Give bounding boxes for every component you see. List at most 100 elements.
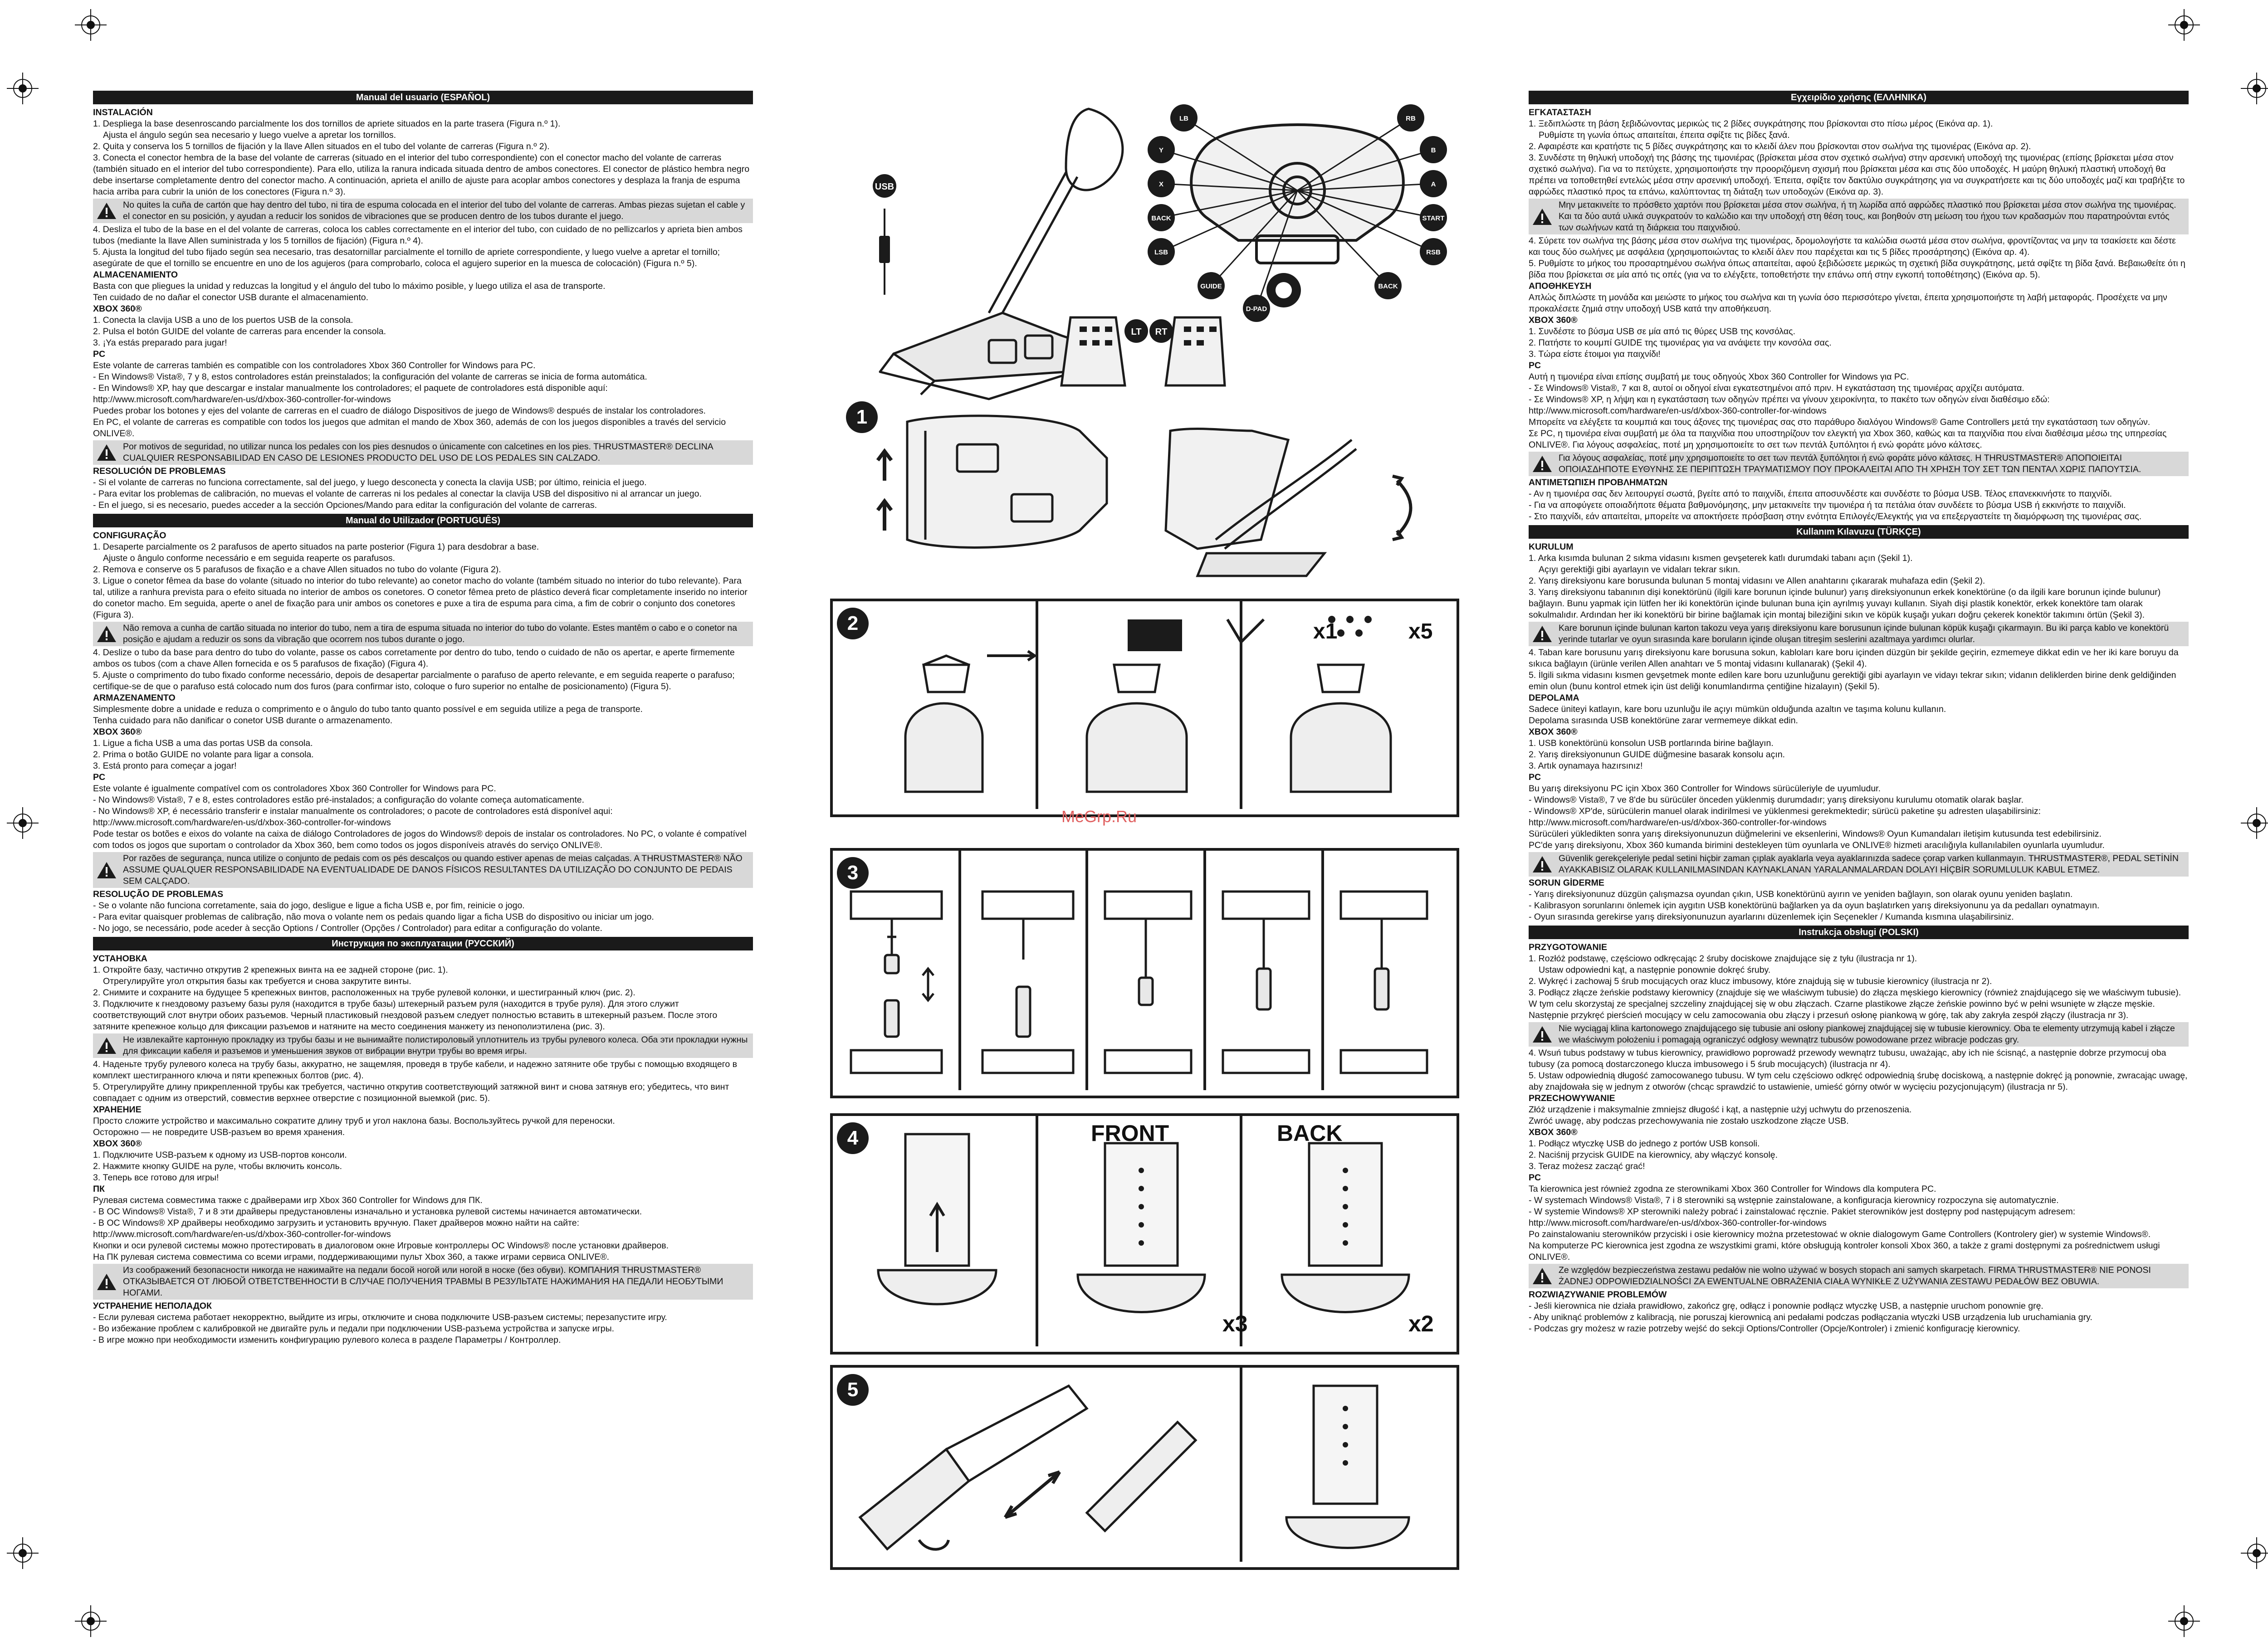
leader-line bbox=[1210, 190, 1298, 287]
paragraph: 4. Taban kare borusunu yarış direksiyonu… bbox=[1529, 648, 2179, 669]
paragraph: - Во избежание проблем с калибровкой не … bbox=[93, 1324, 615, 1334]
button-marker-lsb bbox=[1148, 238, 1175, 265]
paragraph: - Jeśli kierownica nie działa prawidłowo… bbox=[1529, 1301, 2043, 1311]
warning-icon bbox=[93, 852, 120, 888]
warning-box: Για λόγους ασφαλείας, ποτέ μην χρησιμοπο… bbox=[1529, 452, 2189, 476]
paragraph: - Aby uniknąć problemów z kalibracją, ni… bbox=[1529, 1312, 2092, 1322]
subheading: ROZWIĄZYWANIE PROBLEMÓW bbox=[1529, 1290, 1667, 1300]
registration-mark-right bbox=[2241, 73, 2268, 104]
warning-box: Не извлекайте картонную прокладку из тру… bbox=[93, 1033, 753, 1058]
paragraph: 2. Снимите и сохраните на будущее 5 креп… bbox=[93, 988, 635, 998]
button-marker-x bbox=[1148, 170, 1175, 197]
paragraph: Bu yarış direksiyonu PC için Xbox 360 Co… bbox=[1529, 784, 1881, 794]
paragraph: - В ОС Windows® Vista®, 7 и 8 эти драйве… bbox=[93, 1207, 642, 1217]
button-label-guide: GUIDE bbox=[1200, 283, 1222, 290]
button-label-back2: BACK bbox=[1378, 283, 1398, 290]
paragraph: - Windows® Vista®, 7 ve 8'de bu sürücüle… bbox=[1529, 795, 2024, 805]
warning-box: Μην μετακινείτε το πρόσθετο χαρτόνι που … bbox=[1529, 199, 2189, 234]
paragraph: - Para evitar los problemas de calibraci… bbox=[93, 489, 702, 499]
button-label-b: B bbox=[1431, 146, 1436, 154]
paragraph: 2. Αφαιρέστε και κρατήστε τις 5 βίδες συ… bbox=[1529, 141, 2031, 151]
warning-text: Güvenlik gerekçeleriyle pedal setini hiç… bbox=[1559, 853, 2179, 875]
warning-box: Из соображений безопасности никогда не н… bbox=[93, 1264, 753, 1300]
subheading: ХРАНЕНИЕ bbox=[93, 1105, 142, 1115]
section-greek: Εγχειρίδιο χρήσης (ΕΛΛΗΝΙΚΑ) ΕΓΚΑΤΑΣΤΑΣΗ… bbox=[1529, 91, 2189, 522]
paragraph: - W systemie Windows® XP sterowniki nale… bbox=[1529, 1207, 2076, 1217]
paragraph: - No Windows® Vista®, 7 e 8, estes contr… bbox=[93, 795, 585, 805]
paragraph: - В игре можно при необходимости изменит… bbox=[93, 1335, 561, 1345]
section-title: Manual do Utilizador (PORTUGUÊS) bbox=[93, 514, 753, 527]
warning-icon bbox=[93, 199, 120, 223]
step-5-badge: 5 bbox=[837, 1374, 869, 1406]
section-polish: Instrukcja obsługi (POLSKI) PRZYGOTOWANI… bbox=[1529, 926, 2189, 1335]
paragraph: - No Windows® XP, é necessário transferi… bbox=[93, 806, 613, 816]
paragraph: - Για να αποφύγετε οποιαδήποτε θέματα βα… bbox=[1529, 500, 2126, 510]
subheading: DEPOLAMA bbox=[1529, 693, 1579, 703]
paragraph: 4. Σύρετε τον σωλήνα της βάσης μέσα στον… bbox=[1529, 236, 2176, 257]
subheading: CONFIGURAÇÃO bbox=[93, 531, 166, 541]
paragraph: 2. Yarış direksiyonunun GUIDE düğmesine … bbox=[1529, 750, 1785, 760]
paragraph: 3. ¡Ya estás preparado para jugar! bbox=[93, 338, 227, 348]
paragraph: - Oyun sırasında gerekirse yarış direksi… bbox=[1529, 912, 2014, 922]
paragraph: - W systemach Windows® Vista®, 7 i 8 ste… bbox=[1529, 1195, 2059, 1205]
paragraph: 4. Wsuń tubus podstawy w tubus kierownic… bbox=[1529, 1048, 2166, 1069]
subheading: KURULUM bbox=[1529, 542, 1574, 552]
paragraph: 3. Τώρα είστε έτοιμοι για παιχνίδι! bbox=[1529, 349, 1661, 359]
subheading: ΕΓΚΑΤΑΣΤΑΣΗ bbox=[1529, 107, 1591, 117]
warning-text: Για λόγους ασφαλείας, ποτέ μην χρησιμοπο… bbox=[1559, 453, 2141, 474]
paragraph: - En Windows® XP, hay que descargar e in… bbox=[93, 383, 608, 393]
leader-line bbox=[1161, 190, 1298, 219]
warning-box: Kare borunun içinde bulunan karton takoz… bbox=[1529, 622, 2189, 646]
paragraph: Μπορείτε να ελέγξετε τα κουμπιά και τους… bbox=[1529, 417, 2151, 427]
paragraph: - Yarış direksiyonunuz düzgün çalışmazsa… bbox=[1529, 889, 2073, 899]
leader-line bbox=[1161, 183, 1298, 191]
subheading: PC bbox=[93, 772, 106, 782]
subheading: ΑΠΟΘΗΚΕΥΣΗ bbox=[1529, 281, 1592, 291]
button-marker-back bbox=[1148, 204, 1175, 231]
registration-mark-bl-side bbox=[7, 1537, 39, 1569]
paragraph: Рулевая система совместима также с драйв… bbox=[93, 1195, 483, 1205]
paragraph: Ajusta el ángulo según sea necesario y l… bbox=[103, 130, 396, 140]
paragraph: - Windows® XP'de, sürücülerin manuel ola… bbox=[1529, 806, 2041, 816]
paragraph: 5. Ustaw odpowiednią długość zamocowaneg… bbox=[1529, 1071, 2188, 1092]
registration-mark-br-side bbox=[2241, 1537, 2268, 1569]
paragraph: - Στο παιχνίδι, εάν απαιτείται, μπορείτε… bbox=[1529, 512, 2142, 521]
subheading: ПК bbox=[93, 1184, 105, 1194]
subheading: PC bbox=[1529, 1173, 1541, 1183]
paragraph: 3. Teraz możesz zacząć grać! bbox=[1529, 1161, 1645, 1171]
figure-step-5 bbox=[858, 1368, 1410, 1562]
paragraph: 5. Ajuste o comprimento do tubo fixado c… bbox=[93, 670, 735, 692]
left-text-column: Manual del usuario (ESPAÑOL) INSTALACIÓN… bbox=[93, 91, 753, 1346]
paragraph: - No jogo, se necessário, pode aceder à … bbox=[93, 923, 602, 933]
paragraph: 1. Desaperte parcialmente os 2 parafusos… bbox=[93, 542, 539, 552]
subheading: XBOX 360® bbox=[93, 304, 142, 314]
paragraph: 2. Quita y conserva los 5 tornillos de f… bbox=[93, 141, 550, 151]
paragraph: 1. Ξεδιπλώστε τη βάση ξεβιδώνοντας μερικ… bbox=[1529, 119, 1993, 129]
paragraph: 3. Συνδέστε τη θηλυκή υποδοχή της βάσης … bbox=[1529, 153, 2185, 197]
subheading: RESOLUÇÃO DE PROBLEMAS bbox=[93, 889, 224, 899]
leader-line bbox=[1256, 190, 1298, 309]
paragraph: http://www.microsoft.com/hardware/en-us/… bbox=[93, 395, 391, 404]
leader-line bbox=[1161, 190, 1298, 253]
subheading: SORUN GİDERME bbox=[1529, 878, 1604, 888]
paragraph: На ПК рулевая система совместима со всем… bbox=[93, 1252, 610, 1262]
paragraph: Отрегулируйте угол открытия базы как тре… bbox=[103, 976, 411, 986]
paragraph: - Se o volante não funciona corretamente… bbox=[93, 901, 525, 911]
button-label-dpad: D-PAD bbox=[1246, 305, 1267, 313]
leader-line bbox=[1297, 183, 1434, 191]
registration-mark-mid-left bbox=[7, 807, 39, 839]
paragraph: Кнопки и оси рулевой системы можно проте… bbox=[93, 1241, 669, 1251]
paragraph: - Если рулевая система работает некоррек… bbox=[93, 1312, 667, 1322]
subheading: INSTALACIÓN bbox=[93, 107, 153, 117]
button-label-rb: RB bbox=[1406, 115, 1416, 122]
leader-line bbox=[1297, 117, 1411, 191]
section-title: Instrukcja obsługi (POLSKI) bbox=[1529, 926, 2189, 939]
warning-text: Não remova a cunha de cartão situada no … bbox=[123, 623, 737, 644]
step-2-badge: 2 bbox=[837, 608, 869, 639]
warning-box: No quites la cuña de cartón que hay dent… bbox=[93, 199, 753, 223]
button-label-start: START bbox=[1422, 214, 1445, 222]
qty-x3: x3 bbox=[1222, 1311, 1248, 1336]
button-marker-guide bbox=[1198, 272, 1225, 299]
